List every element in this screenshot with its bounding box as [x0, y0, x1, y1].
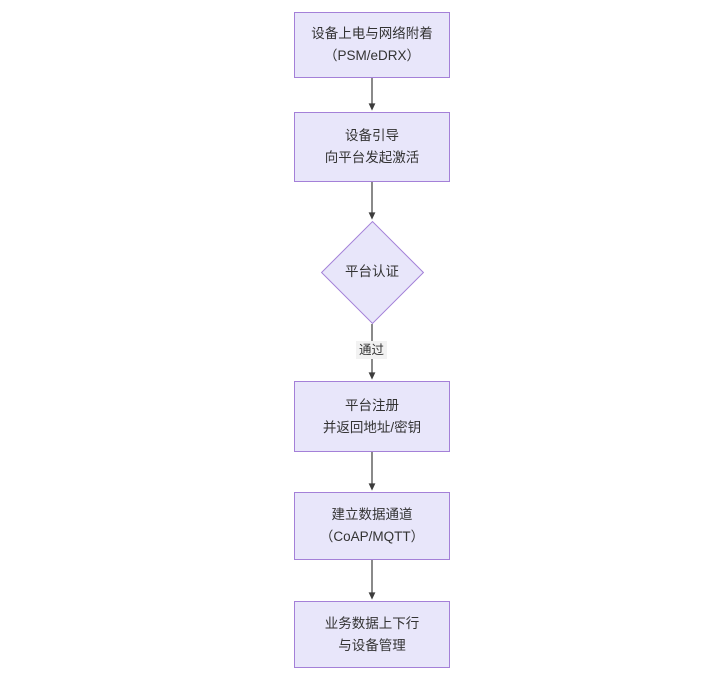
node-service-data-line-1: 业务数据上下行 — [324, 615, 420, 631]
node-platform-auth[interactable]: 平台认证 — [320, 220, 424, 324]
node-platform-register-line-1: 平台注册 — [345, 397, 399, 413]
edge-label-pass: 通过 — [356, 341, 388, 359]
node-bootstrap[interactable]: 设备引导 向平台发起激活 — [294, 112, 450, 182]
node-service-data-line-2: 与设备管理 — [338, 637, 406, 653]
node-data-channel-line-2: （CoAP/MQTT） — [319, 529, 425, 544]
node-power-on-line-1: 设备上电与网络附着 — [311, 26, 433, 41]
node-platform-auth-label: 平台认证 — [345, 264, 399, 279]
node-bootstrap-line-1: 设备引导 — [345, 128, 399, 143]
node-bootstrap-line-2: 向平台发起激活 — [324, 150, 420, 165]
node-power-on[interactable]: 设备上电与网络附着 （PSM/eDRX） — [294, 12, 450, 78]
node-data-channel[interactable]: 建立数据通道 （CoAP/MQTT） — [294, 492, 450, 560]
node-power-on-line-2: （PSM/eDRX） — [323, 48, 421, 63]
node-service-data[interactable]: 业务数据上下行 与设备管理 — [294, 601, 450, 668]
node-platform-register-line-2: 并返回地址/密钥 — [322, 419, 422, 435]
node-platform-register[interactable]: 平台注册 并返回地址/密钥 — [294, 381, 450, 452]
node-data-channel-line-1: 建立数据通道 — [331, 507, 413, 522]
